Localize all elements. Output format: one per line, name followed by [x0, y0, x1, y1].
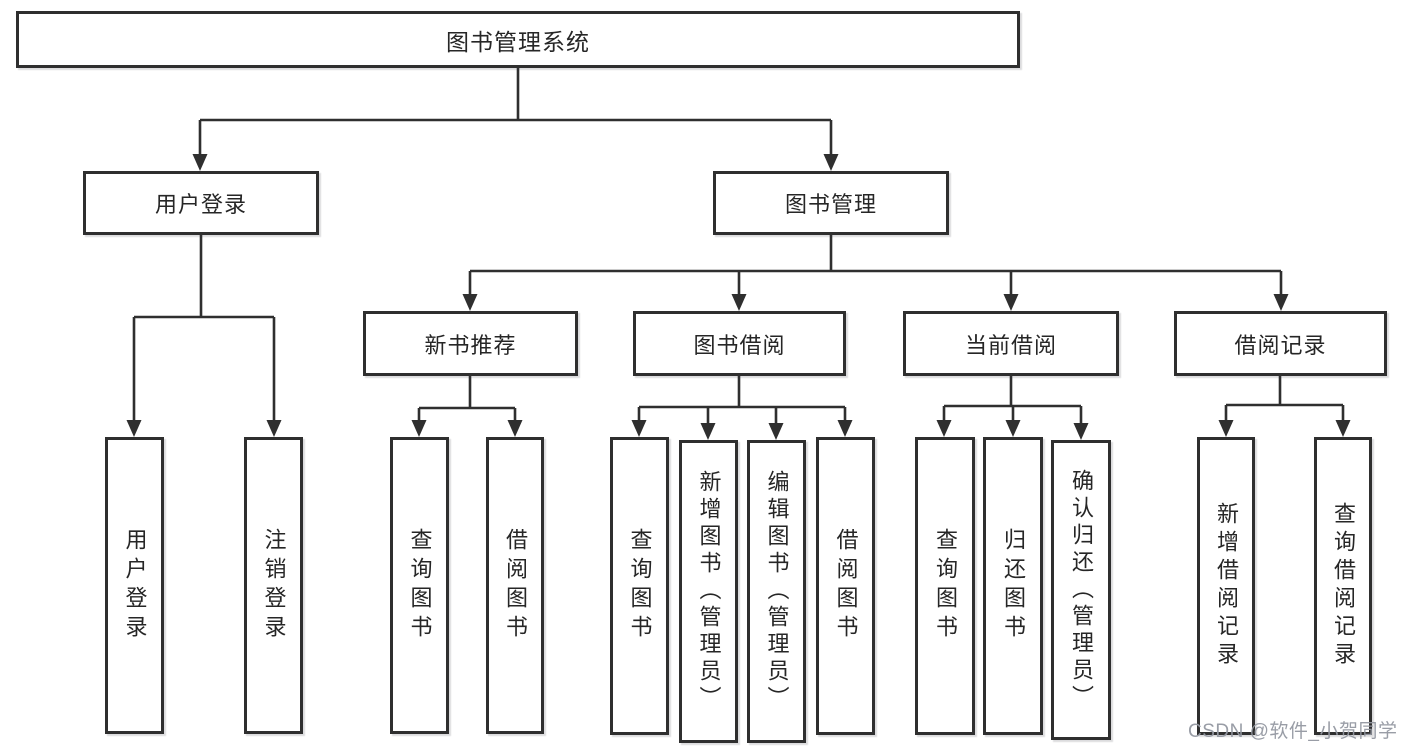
arrowhead: [837, 420, 853, 437]
node-borrow-books-under-recommendation: 借阅图书: [486, 437, 544, 734]
arrowhead: [266, 420, 282, 437]
arrowhead: [462, 294, 478, 311]
arrowhead: [768, 423, 784, 440]
arrowhead: [731, 294, 747, 311]
connector-book-borrow-children: [637, 376, 847, 427]
connector-user-login-children: [132, 235, 276, 424]
node-query-borrow-record: 查询借阅记录: [1314, 437, 1372, 735]
csdn-watermark: CSDN @软件_小贺同学: [1188, 721, 1398, 742]
node-current-borrowing: 当前借阅: [903, 311, 1119, 376]
arrowhead: [1005, 420, 1021, 437]
arrowhead: [192, 154, 208, 171]
node-return-books: 归还图书: [983, 437, 1043, 735]
node-book-management: 图书管理: [713, 171, 949, 235]
arrowhead: [1218, 420, 1234, 437]
arrowhead: [1335, 420, 1351, 437]
connector-borrow-record-children: [1224, 376, 1345, 424]
node-user-login-leaf: 用户登录: [105, 437, 164, 734]
arrowhead: [700, 423, 716, 440]
arrowhead: [1003, 294, 1019, 311]
arrowhead: [1273, 294, 1289, 311]
node-book-borrowing: 图书借阅: [633, 311, 846, 376]
node-query-books-under-borrowing: 查询图书: [610, 437, 669, 735]
node-borrowing-records: 借阅记录: [1174, 311, 1387, 376]
connector-book-mgmt-children: [468, 235, 1283, 298]
arrowhead: [936, 420, 952, 437]
node-user-login: 用户登录: [83, 171, 319, 235]
node-new-book-recommendation: 新书推荐: [363, 311, 578, 376]
node-add-books-admin: 新增图书（管理员）: [679, 440, 738, 743]
arrowhead: [411, 420, 427, 437]
node-query-books-under-recommendation: 查询图书: [390, 437, 449, 734]
arrowhead: [631, 420, 647, 437]
node-edit-books-admin: 编辑图书（管理员）: [747, 440, 806, 743]
arrowhead: [507, 420, 523, 437]
connector-current-borrow-children: [942, 376, 1083, 427]
node-query-books-under-current: 查询图书: [915, 437, 975, 735]
connector-new-book-children: [417, 376, 517, 424]
node-borrow-books-under-borrowing: 借阅图书: [816, 437, 875, 735]
arrowhead: [126, 420, 142, 437]
arrowhead: [823, 154, 839, 171]
node-library-management-system: 图书管理系统: [16, 11, 1020, 68]
node-add-borrow-record: 新增借阅记录: [1197, 437, 1255, 735]
connector-root-to-level2: [198, 68, 833, 158]
node-confirm-return-admin: 确认归还（管理员）: [1051, 440, 1111, 740]
arrowhead: [1073, 423, 1089, 440]
node-logout-leaf: 注销登录: [244, 437, 303, 734]
